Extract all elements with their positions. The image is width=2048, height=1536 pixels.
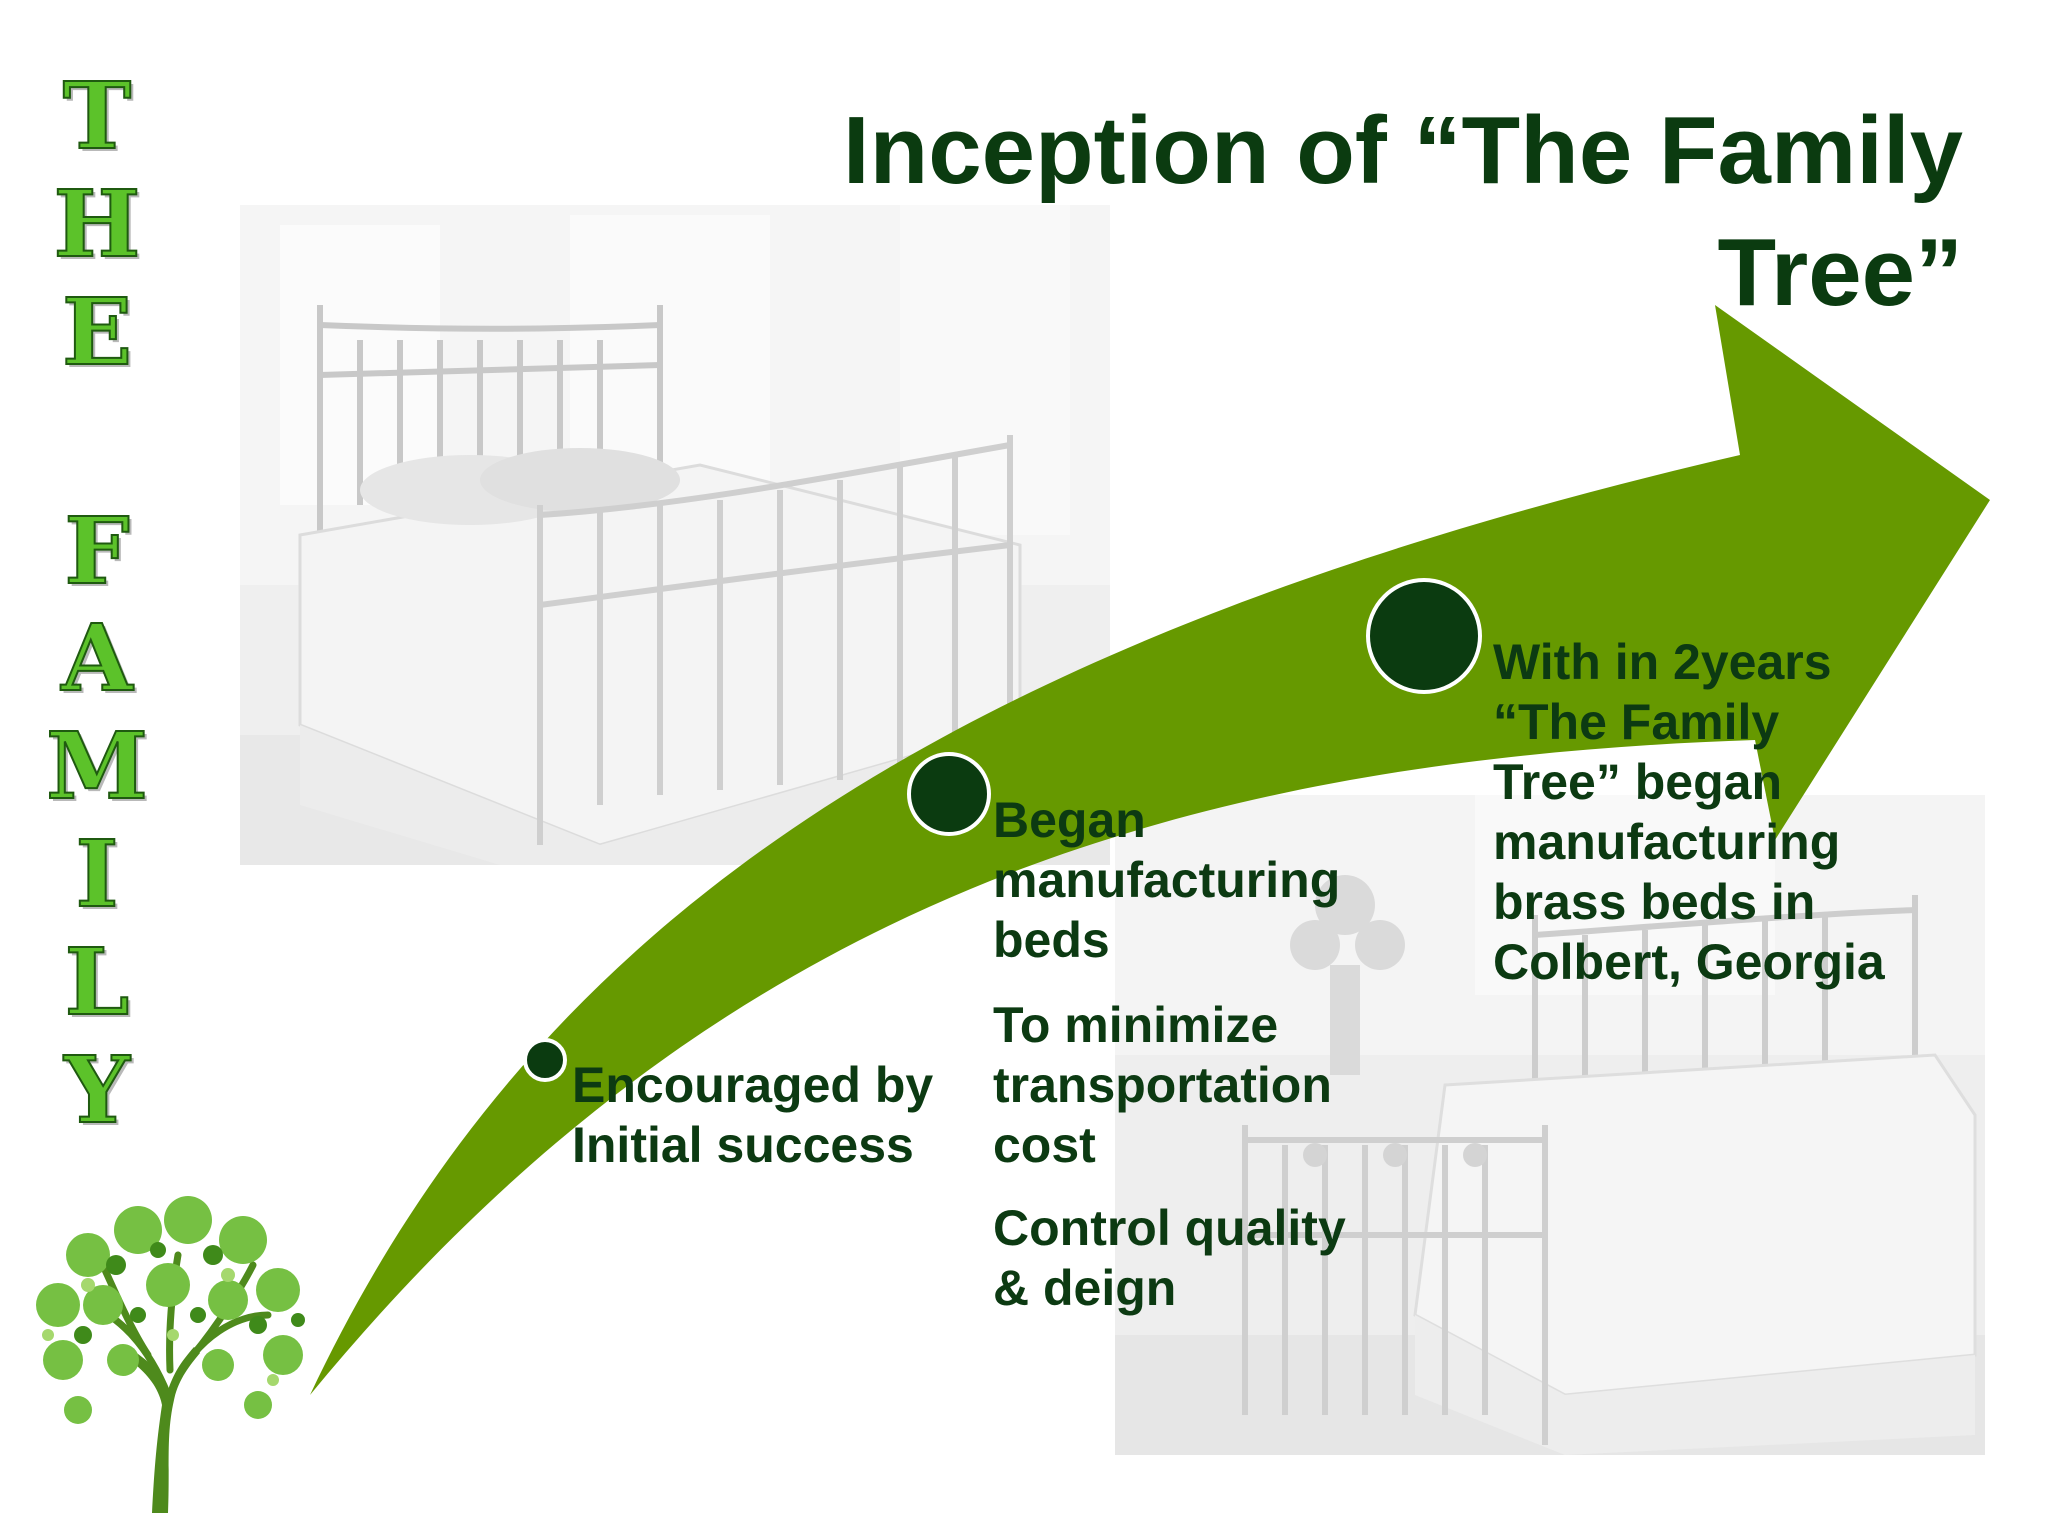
timeline-text-control-quality: Control quality & deign: [993, 1200, 1346, 1316]
brand-letter: H: [53, 170, 142, 278]
timeline-text-minimize-cost: To minimize transportation cost: [993, 997, 1332, 1173]
brand-letter: F: [63, 497, 130, 605]
brand-letter: L: [64, 928, 131, 1036]
timeline-text-colbert-georgia: With in 2years “The Family Tree” began m…: [1493, 634, 1885, 990]
brand-letter: M: [45, 712, 149, 820]
timeline-text-initial-success: Encouraged by Initial success: [572, 1057, 934, 1173]
brand-letter: I: [74, 820, 119, 928]
timeline-dot-large: [1366, 578, 1482, 694]
bed-photo-top: [240, 205, 1110, 865]
timeline-dot-medium: [907, 752, 991, 836]
bed-photo-bottom: [1115, 795, 1985, 1455]
brand-letter: T: [62, 62, 132, 170]
brand-letter: Y: [63, 1036, 131, 1144]
brand-letter: A: [60, 604, 133, 712]
timeline-dot-small: [523, 1038, 567, 1082]
page-title: Inception of “The Family Tree”: [842, 97, 1963, 326]
timeline-text-began-manufacturing: Began manufacturing beds: [993, 792, 1341, 968]
brand-letter: E: [61, 278, 133, 386]
tree-logo-icon: [36, 1196, 305, 1513]
